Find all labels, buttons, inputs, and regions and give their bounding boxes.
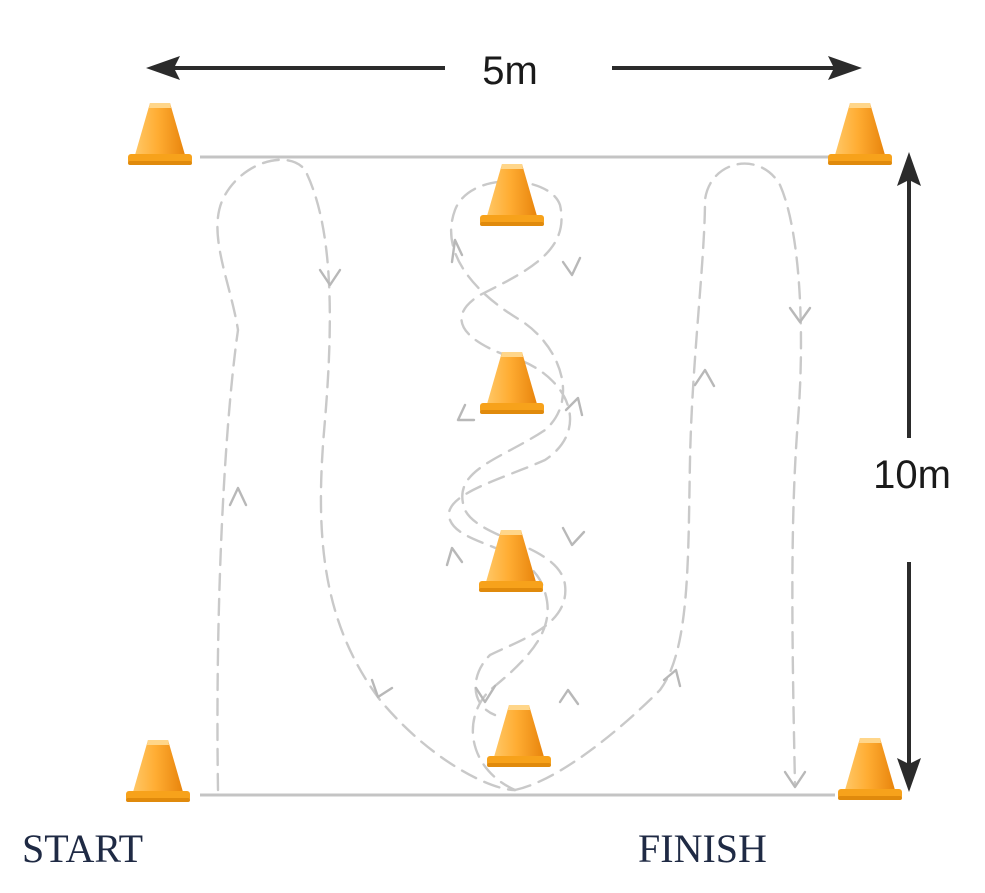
arrow-up-icon xyxy=(897,152,921,186)
direction-markers xyxy=(228,238,812,789)
traffic-cone-icon xyxy=(487,705,551,767)
width-dimension-arrow xyxy=(146,56,862,80)
traffic-cone-icon xyxy=(128,103,192,165)
height-dimension-arrow xyxy=(897,152,921,792)
width-dimension-label: 5m xyxy=(482,49,538,93)
cone-bottom-right xyxy=(838,738,902,800)
arrow-right-icon xyxy=(828,56,862,80)
arrow-down-icon xyxy=(897,758,921,792)
traffic-cone-icon xyxy=(126,740,190,802)
finish-label: FINISH xyxy=(638,826,767,871)
cone-bottom-left xyxy=(126,740,190,802)
running-path xyxy=(216,158,803,792)
start-label: START xyxy=(22,826,143,871)
traffic-cone-icon xyxy=(828,103,892,165)
cone-top-left xyxy=(128,103,192,165)
traffic-cone-icon xyxy=(480,352,544,414)
cone-center-4 xyxy=(487,705,551,767)
cone-center-3 xyxy=(479,530,543,592)
traffic-cone-icon xyxy=(480,164,544,226)
traffic-cone-icon xyxy=(838,738,902,800)
cone-center-2 xyxy=(480,352,544,414)
traffic-cone-icon xyxy=(479,530,543,592)
cone-top-right xyxy=(828,103,892,165)
arrow-left-icon xyxy=(146,56,180,80)
height-dimension-label: 10m xyxy=(873,453,951,497)
cone-center-1 xyxy=(480,164,544,226)
